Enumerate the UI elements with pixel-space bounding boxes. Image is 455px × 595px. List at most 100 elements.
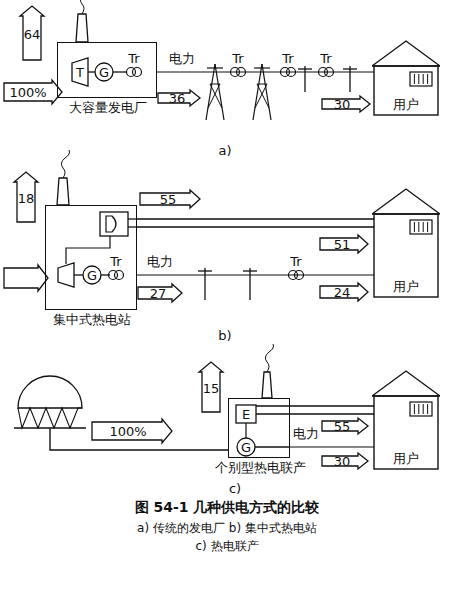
input-value: 100% <box>9 85 46 100</box>
generator-letter: G <box>87 268 97 283</box>
radiator-icon <box>418 222 419 232</box>
figure-caption: 图 54-1 几种供电方式的比较 <box>135 500 320 515</box>
radiator-icon <box>427 404 428 414</box>
plant-name: 大容量发电厂 <box>69 100 147 115</box>
heat-pipeline <box>290 406 374 414</box>
radiator-icon <box>418 74 419 84</box>
energy-flow-arrow <box>140 190 200 208</box>
house-label: 用户 <box>393 97 419 112</box>
radiator-icon <box>427 222 428 232</box>
flow-value: 55 <box>160 192 177 207</box>
line-label: 电力 <box>169 51 195 66</box>
flow-value: 30 <box>334 454 351 469</box>
utility-pole <box>198 270 212 271</box>
loss-value: 15 <box>203 381 220 396</box>
flow-value: 30 <box>334 97 351 112</box>
consumer-house: 用户 <box>372 188 440 298</box>
chimney <box>76 14 88 42</box>
smoke <box>80 0 88 14</box>
flow-value: 24 <box>334 285 351 300</box>
shaft <box>245 423 246 438</box>
radiator-icon <box>410 402 432 416</box>
utility-pole <box>298 68 312 69</box>
heat-exchanger <box>100 212 128 236</box>
house-wall <box>374 214 438 297</box>
power-line <box>290 446 374 447</box>
flow-value: 27 <box>150 286 167 301</box>
transformer-label: Tr <box>110 254 121 269</box>
chp-unit: 个别型热电联产 <box>228 398 290 458</box>
chimney <box>262 372 272 398</box>
power-lead <box>255 446 290 447</box>
line-label: 电力 <box>147 254 173 269</box>
generator-letter: G <box>99 65 109 80</box>
radiator-icon <box>423 74 424 84</box>
line-label: 电力 <box>293 426 319 441</box>
house-wall <box>374 66 438 115</box>
energy-flow-arrow <box>4 80 62 104</box>
energy-flow-arrow <box>138 284 182 302</box>
energy-flow-arrow <box>322 453 368 469</box>
turbine-symbol <box>58 263 74 287</box>
steam-pipe <box>66 236 110 264</box>
pylon <box>210 84 222 108</box>
radiator-icon <box>423 404 424 414</box>
transformer-label: Tr <box>128 51 139 66</box>
pylon <box>257 84 269 108</box>
loss-arrow <box>20 6 44 60</box>
energy-flow-arrow <box>320 283 368 301</box>
house-label: 用户 <box>393 279 419 294</box>
panel-letter: c) <box>229 481 241 496</box>
engine-letter: E <box>242 407 250 422</box>
radiator-icon <box>414 222 415 232</box>
loss-value: 64 <box>24 27 41 42</box>
utility-pole <box>349 66 350 92</box>
radiator-icon <box>414 404 415 414</box>
pylon <box>207 67 223 68</box>
shaft <box>74 274 83 275</box>
utility-pole <box>343 68 357 69</box>
turbine-letter: T <box>76 65 84 80</box>
generator-symbol <box>83 266 101 284</box>
radiator-icon <box>423 222 424 232</box>
engine-symbol <box>236 405 256 423</box>
radiator-icon <box>418 404 419 414</box>
transformer-label: Tr <box>320 51 331 66</box>
heat-pipe <box>128 218 137 219</box>
utility-pole <box>249 268 250 300</box>
loss-arrow <box>14 172 38 222</box>
heat-pipeline <box>137 219 374 227</box>
panel-letter: a) <box>218 143 231 158</box>
generator-symbol <box>95 63 113 81</box>
pylon <box>257 84 267 85</box>
radiator-icon <box>410 220 432 234</box>
sub-caption: c) 热电联产 <box>195 539 258 554</box>
consumer-house: 用户 <box>372 370 440 470</box>
energy-flow-arrow <box>158 90 200 106</box>
power-line <box>137 274 374 275</box>
energy-flow-arrow <box>92 419 172 443</box>
busbar <box>113 71 126 72</box>
gas-holder-frame <box>18 408 82 428</box>
heat-exchanger <box>106 216 116 232</box>
utility-pole <box>304 66 305 92</box>
loss-value: 18 <box>18 191 35 206</box>
house-roof <box>372 41 440 66</box>
transformer-label: Tr <box>290 254 301 269</box>
transformer-symbol <box>115 271 124 280</box>
turbine-symbol <box>72 58 88 86</box>
loss-arrow <box>199 362 223 412</box>
heat-pipe <box>256 413 290 414</box>
plant-name: 个别型热电联产 <box>215 460 306 475</box>
generator-letter: G <box>241 440 251 455</box>
house-roof <box>372 189 440 214</box>
generator-symbol <box>237 438 255 456</box>
panel-letter: b) <box>218 328 231 343</box>
flow-value: 36 <box>169 91 186 106</box>
radiator-icon <box>427 74 428 84</box>
flow-value: 51 <box>334 237 351 252</box>
pylon <box>254 67 270 68</box>
transformer-label: Tr <box>282 51 293 66</box>
energy-flow-arrow <box>322 96 370 112</box>
heat-pipe <box>256 405 290 406</box>
